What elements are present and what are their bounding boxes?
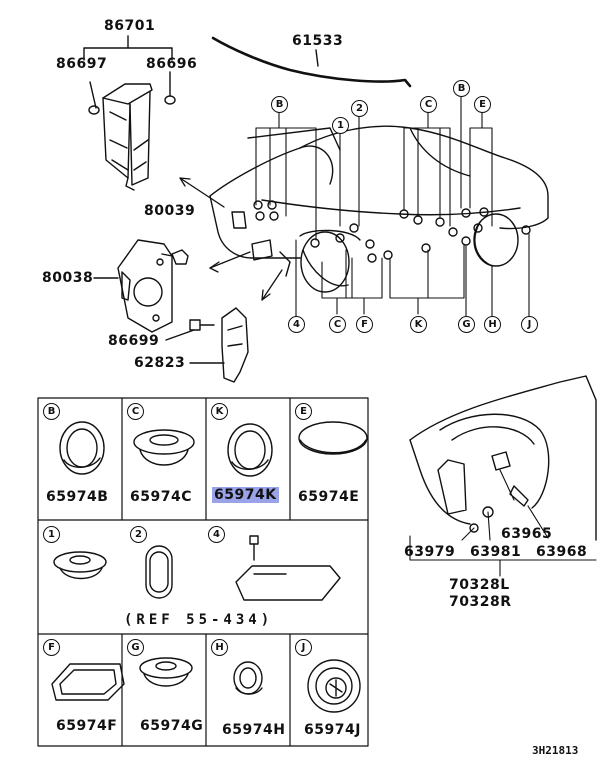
callout-E-top: E xyxy=(474,96,491,113)
cell-callout-E: E xyxy=(295,403,312,420)
clip-80039-drawing xyxy=(161,249,189,265)
callout-C-top: C xyxy=(420,96,437,113)
callout-2-top: 2 xyxy=(351,100,368,117)
cell-callout-C: C xyxy=(127,403,144,420)
car-grommet-dots xyxy=(253,200,531,263)
part-number-86699: 86699 xyxy=(108,333,160,349)
part-number-63981: 63981 xyxy=(470,544,522,560)
seal-2-drawing xyxy=(145,545,173,599)
diagram-code: 3H21813 xyxy=(532,744,579,757)
cover-4-drawing xyxy=(235,535,341,601)
plug-E-drawing xyxy=(298,421,368,455)
cell-callout-2: 2 xyxy=(130,526,147,543)
callout-leaders-top xyxy=(255,95,493,241)
part-number-65974K-highlighted: 65974K xyxy=(212,487,279,503)
cell-callout-1: 1 xyxy=(43,526,60,543)
grommet-C-drawing xyxy=(133,429,195,466)
callout-leaders-bottom xyxy=(295,233,530,321)
part-number-63979: 63979 xyxy=(404,544,456,560)
grommet-G-drawing xyxy=(139,657,193,687)
grommet-B-drawing xyxy=(59,421,105,475)
callout-B-top: B xyxy=(271,96,288,113)
part-number-65974H: 65974H xyxy=(222,722,286,738)
callout-J-bottom: J xyxy=(521,316,538,333)
part-number-86696: 86696 xyxy=(146,56,198,72)
part-number-63965: 63965 xyxy=(501,526,553,542)
callout-1-top: 1 xyxy=(332,117,349,134)
part-number-65974B: 65974B xyxy=(46,489,109,505)
cell-callout-B: B xyxy=(43,403,60,420)
grommet-J-drawing xyxy=(307,659,361,713)
callout-4-bottom: 4 xyxy=(288,316,305,333)
grommet-H-drawing xyxy=(233,661,263,695)
part-number-80038: 80038 xyxy=(42,270,94,286)
part-number-65974F: 65974F xyxy=(56,718,118,734)
reference-note: (REF 55-434) xyxy=(124,612,274,628)
part-number-86701: 86701 xyxy=(104,18,156,34)
part-number-70328R: 70328R xyxy=(449,594,512,610)
weatherstrip-61533-drawing xyxy=(211,36,412,88)
grommet-K-drawing xyxy=(227,423,273,477)
parts-grid-lines xyxy=(37,397,369,747)
part-number-86697: 86697 xyxy=(56,56,108,72)
splash-shield-86701-drawing xyxy=(83,35,176,191)
screw-86699-drawing xyxy=(165,319,215,341)
part-number-63968: 63968 xyxy=(536,544,588,560)
callout-B-top-right: B xyxy=(453,80,470,97)
part-number-65974C: 65974C xyxy=(130,489,192,505)
plate-62823-drawing xyxy=(189,307,249,383)
fender-leaders xyxy=(409,469,597,577)
grommet-1-drawing xyxy=(53,551,107,580)
fender-liner-drawing xyxy=(409,375,597,541)
assembly-arrows xyxy=(179,177,283,301)
callout-G-bottom: G xyxy=(458,316,475,333)
car-body-outline xyxy=(209,125,549,293)
cell-callout-K: K xyxy=(211,403,228,420)
cell-callout-H: H xyxy=(211,639,228,656)
part-number-65974E: 65974E xyxy=(298,489,360,505)
callout-C-bottom: C xyxy=(329,316,346,333)
cell-callout-J: J xyxy=(295,639,312,656)
callout-K-bottom: K xyxy=(410,316,427,333)
part-number-65974G: 65974G xyxy=(140,718,204,734)
cell-callout-G: G xyxy=(127,639,144,656)
pad-F-drawing xyxy=(51,663,125,701)
callout-H-bottom: H xyxy=(484,316,501,333)
part-number-80039: 80039 xyxy=(144,203,196,219)
cell-callout-F: F xyxy=(43,639,60,656)
part-number-61533: 61533 xyxy=(292,33,344,49)
callout-F-bottom: F xyxy=(356,316,373,333)
bracket-80038-drawing xyxy=(93,239,173,333)
part-number-70328L: 70328L xyxy=(449,577,510,593)
part-number-65974J: 65974J xyxy=(304,722,361,738)
cell-callout-4: 4 xyxy=(208,526,225,543)
part-number-62823: 62823 xyxy=(134,355,186,371)
